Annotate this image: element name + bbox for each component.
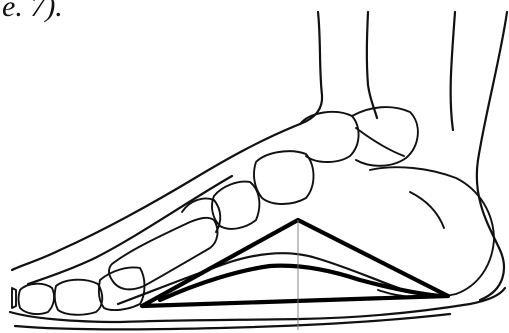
calcaneus-inner bbox=[410, 192, 444, 228]
navicular-bone bbox=[254, 151, 314, 204]
toe-phalanx-distal bbox=[19, 284, 55, 314]
leg-back-outline bbox=[451, 12, 455, 130]
dorsum-outline bbox=[12, 124, 300, 270]
ankle-joint-line bbox=[356, 128, 404, 156]
metatarsal-bone bbox=[109, 218, 217, 290]
arch-triangle bbox=[142, 220, 448, 306]
heel-back-outline bbox=[477, 12, 507, 300]
leg-inner-outline bbox=[367, 12, 377, 118]
leg-front-outline bbox=[300, 12, 322, 124]
calcaneus-bone bbox=[370, 167, 494, 297]
toe-tip bbox=[12, 288, 16, 308]
talus-body bbox=[352, 107, 418, 166]
toe-phalanx-middle bbox=[55, 280, 103, 315]
